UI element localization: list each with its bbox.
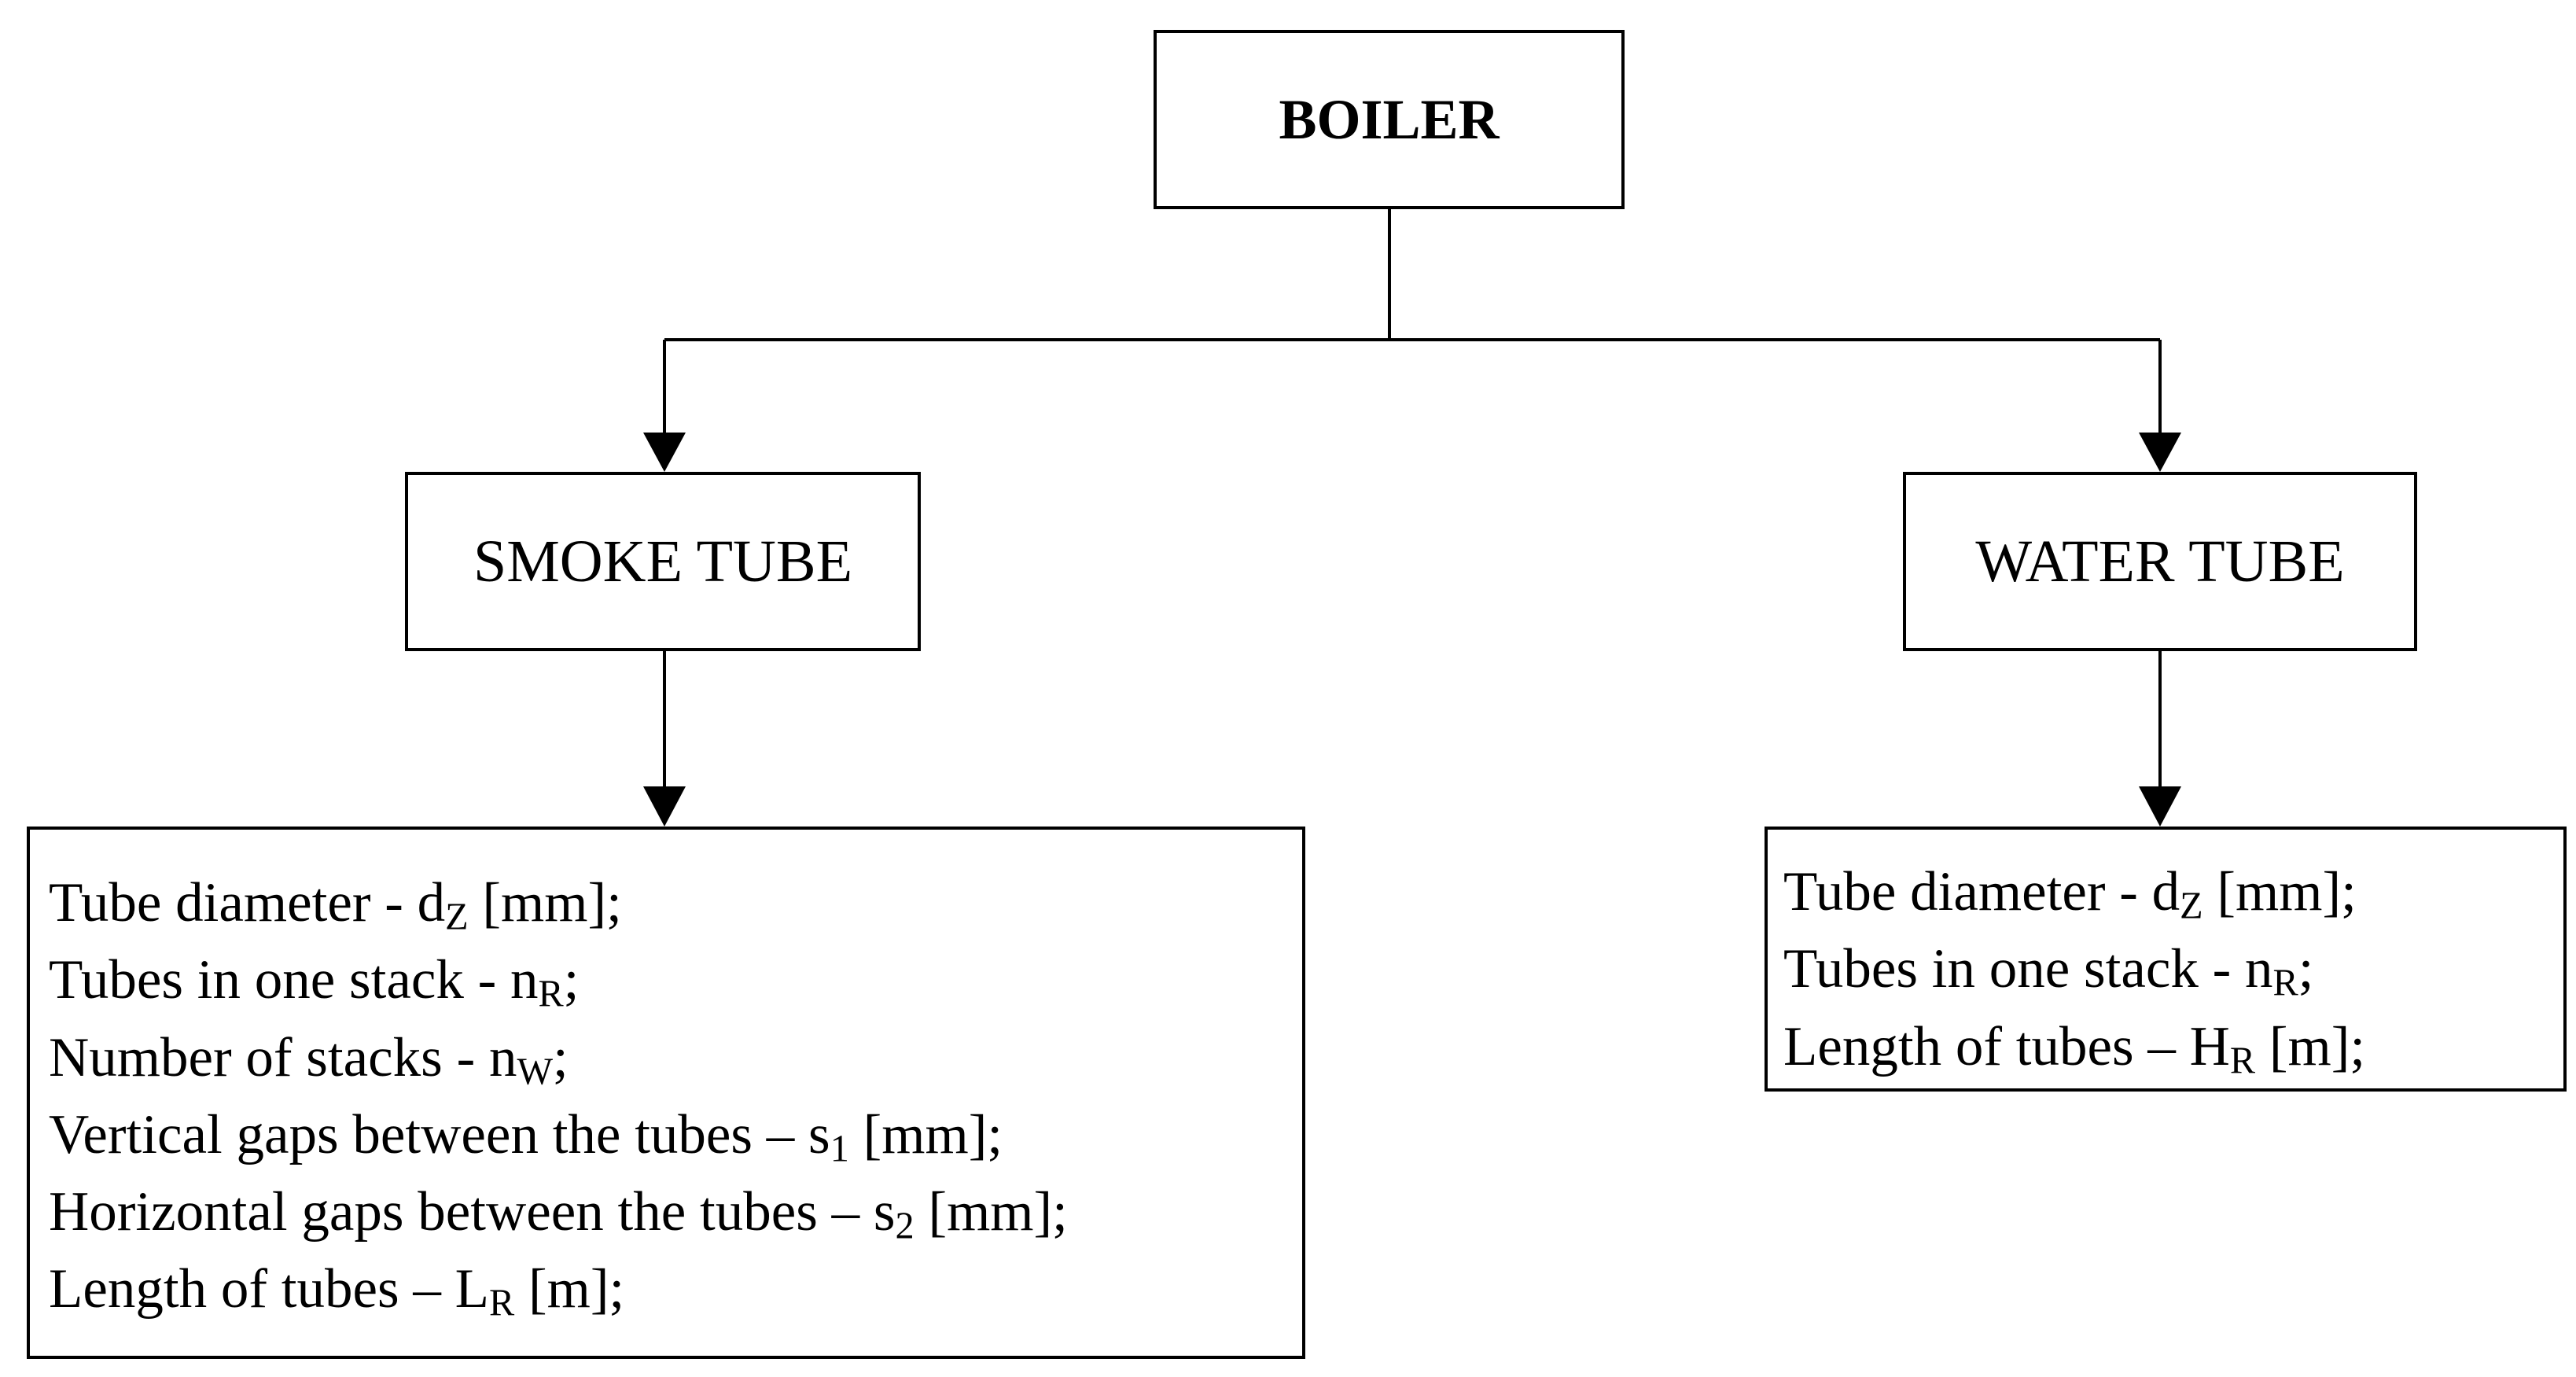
arrow-to-water-params	[2139, 786, 2181, 827]
parameter-item: Tubes in one stack - nR;	[1783, 932, 2563, 1009]
boiler-label: BOILER	[1279, 88, 1500, 151]
parameter-item: Horizontal gaps between the tubes – s2 […	[49, 1175, 1302, 1252]
parameter-item: Number of stacks - nW;	[49, 1021, 1302, 1098]
parameter-unit: ;	[2298, 938, 2314, 1000]
parameter-subscript: R	[489, 1283, 515, 1325]
parameter-item: Tube diameter - dZ [mm];	[1783, 855, 2563, 932]
parameter-unit: [mm];	[468, 872, 622, 933]
parameter-subscript: Z	[2180, 885, 2203, 927]
parameter-unit: ;	[563, 949, 580, 1011]
parameter-subscript: R	[538, 973, 564, 1015]
water-tube-label: WATER TUBE	[1975, 528, 2345, 595]
parameter-subscript: 1	[830, 1128, 849, 1170]
parameter-text: Vertical gaps between the tubes – s	[49, 1103, 830, 1165]
parameter-item: Length of tubes – HR [m];	[1783, 1010, 2563, 1087]
arrow-to-water-tube	[2139, 433, 2181, 472]
parameter-subscript: R	[2272, 962, 2298, 1004]
parameter-text: Length of tubes – L	[49, 1258, 489, 1320]
water-tube-parameter-list: Tube diameter - dZ [mm]; Tubes in one st…	[1783, 855, 2563, 1087]
parameter-subscript: 2	[895, 1205, 914, 1247]
parameter-unit: [mm];	[848, 1103, 1003, 1165]
smoke-tube-node: SMOKE TUBE	[405, 472, 921, 651]
parameter-unit: ;	[553, 1026, 569, 1088]
parameter-item: Tube diameter - dZ [mm];	[49, 866, 1302, 943]
parameter-unit: [mm];	[2202, 861, 2357, 922]
parameter-unit: [m];	[514, 1258, 625, 1320]
parameter-item: Tubes in one stack - nR;	[49, 943, 1302, 1020]
parameter-unit: [mm];	[914, 1181, 1068, 1243]
water-tube-parameters-box: Tube diameter - dZ [mm]; Tubes in one st…	[1765, 827, 2567, 1092]
parameter-item: Vertical gaps between the tubes – s1 [mm…	[49, 1098, 1302, 1175]
parameter-subscript: R	[2229, 1040, 2256, 1082]
smoke-tube-parameter-list: Tube diameter - dZ [mm]; Tubes in one st…	[49, 866, 1302, 1330]
parameter-text: Horizontal gaps between the tubes – s	[49, 1181, 896, 1243]
parameter-text: Length of tubes – H	[1783, 1015, 2230, 1077]
parameter-text: Tube diameter - d	[49, 872, 446, 933]
water-tube-node: WATER TUBE	[1903, 472, 2417, 651]
parameter-item: Length of tubes – LR [m];	[49, 1252, 1302, 1329]
parameter-unit: [m];	[2255, 1015, 2366, 1077]
parameter-text: Tubes in one stack - n	[49, 949, 539, 1011]
parameter-text: Tube diameter - d	[1783, 861, 2180, 922]
parameter-subscript: W	[517, 1051, 554, 1093]
parameter-text: Number of stacks - n	[49, 1026, 517, 1088]
smoke-tube-parameters-box: Tube diameter - dZ [mm]; Tubes in one st…	[27, 827, 1305, 1359]
parameter-subscript: Z	[445, 896, 469, 938]
arrow-to-smoke-tube	[643, 433, 686, 472]
smoke-tube-label: SMOKE TUBE	[473, 528, 853, 595]
boiler-node: BOILER	[1154, 30, 1625, 209]
parameter-text: Tubes in one stack - n	[1783, 938, 2273, 1000]
arrow-to-smoke-params	[643, 786, 686, 827]
